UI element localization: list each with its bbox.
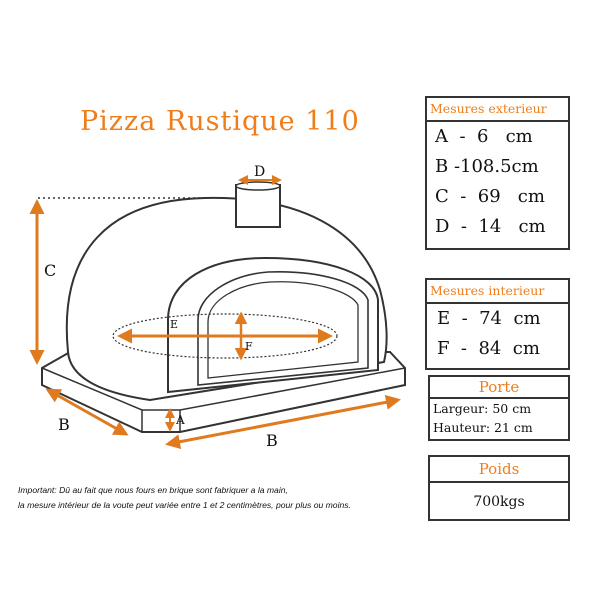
interior-measurements-box: Mesures interieur E - 74 cm F - 84 cm: [425, 278, 570, 370]
exterior-row-c: C - 69 cm: [435, 186, 545, 207]
note-line-2: la mesure intérieur de la voute peut var…: [18, 500, 351, 510]
exterior-measurements-box: Mesures exterieur A - 6 cm B -108.5cm C …: [425, 96, 570, 250]
label-b-bottom: B: [266, 431, 278, 450]
label-e: E: [170, 318, 178, 331]
exterior-row-a: A - 6 cm: [435, 126, 533, 147]
label-f: F: [245, 340, 253, 353]
interior-row-e: E - 74 cm: [437, 308, 541, 329]
exterior-row-b: B -108.5cm: [435, 156, 539, 177]
interior-ellipse: [112, 313, 338, 359]
label-c: C: [44, 261, 56, 280]
weight-box: Poids 700kgs: [428, 455, 570, 521]
note-line-1: Important: Dû au fait que nous fours en …: [18, 485, 288, 495]
door-height-row: Hauteur: 21 cm: [433, 420, 533, 435]
interior-header: Mesures interieur: [427, 280, 568, 304]
label-d: D: [254, 164, 265, 180]
door-header: Porte: [430, 377, 568, 399]
door-box: Porte Largeur: 50 cm Hauteur: 21 cm: [428, 375, 570, 441]
label-a: A: [175, 413, 185, 427]
arrow-b-left: [45, 388, 129, 436]
door-width-row: Largeur: 50 cm: [433, 401, 532, 416]
chimney: [235, 181, 281, 228]
weight-value: 700kgs: [473, 494, 525, 510]
exterior-row-d: D - 14 cm: [435, 216, 546, 237]
label-b-left: B: [58, 415, 70, 434]
exterior-header: Mesures exterieur: [427, 98, 568, 122]
product-title: Pizza Rustique 110: [80, 106, 360, 137]
weight-header: Poids: [430, 457, 568, 483]
oven-door-frame: [167, 256, 379, 394]
arrow-b-bottom: [165, 394, 401, 450]
interior-row-f: F - 84 cm: [437, 338, 540, 359]
